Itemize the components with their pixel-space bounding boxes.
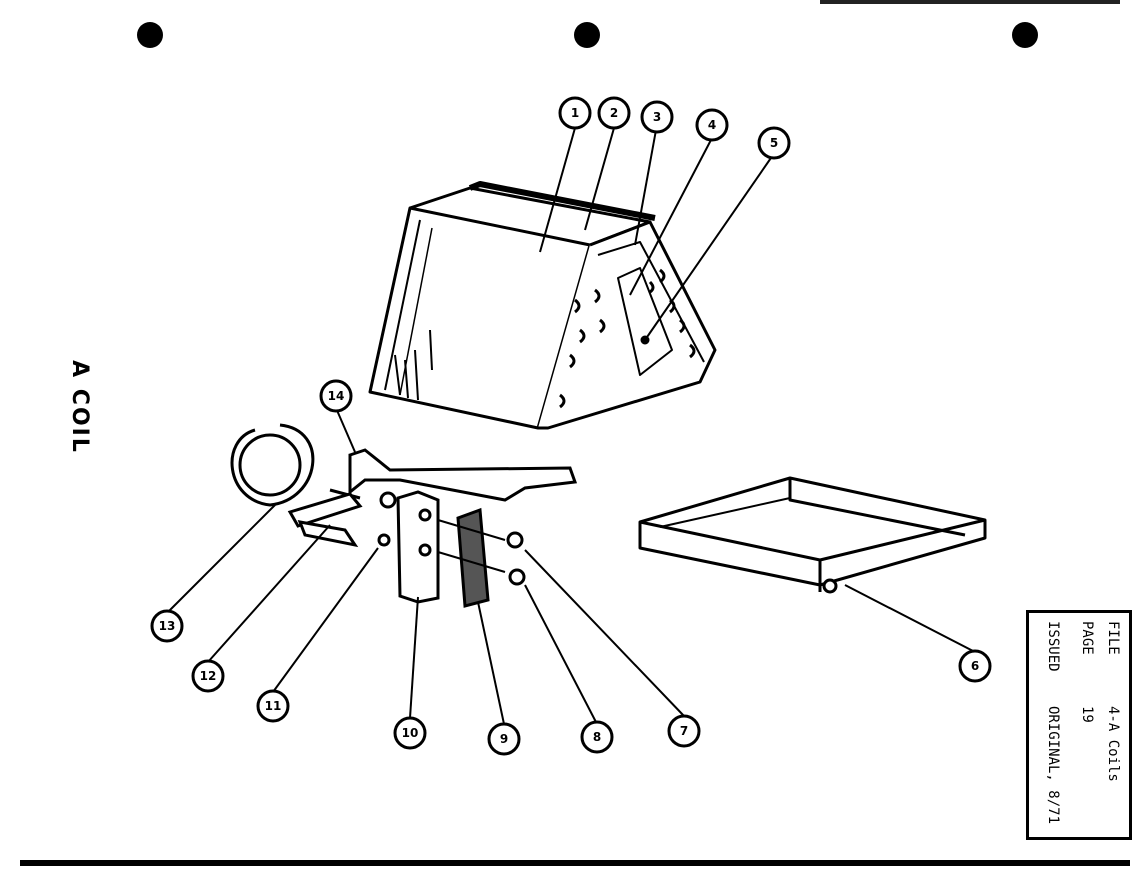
callout-label-4: 4: [708, 118, 716, 132]
issued-row: ISSUED ORIGINAL, 8/71: [851, 621, 1061, 824]
drain-pan: [638, 476, 987, 594]
file-info-box: FILE 4-A Coils PAGE 19 ISSUED ORIGINAL, 8/7…: [1026, 610, 1132, 840]
a-coil-assembly: [368, 181, 717, 430]
coil-top-fins: [468, 181, 656, 221]
scan-edge-bottom: [20, 860, 1130, 866]
callout-2: [597, 96, 631, 130]
issued-value: ORIGINAL, 8/71: [1045, 706, 1061, 825]
drain-plugs: [506, 531, 526, 586]
callout-label-3: 3: [653, 110, 661, 124]
callout-label-13: 13: [159, 619, 176, 633]
issued-label: ISSUED: [1045, 621, 1061, 672]
callout-label-2: 2: [610, 106, 618, 120]
callout-label-11: 11: [265, 699, 282, 713]
callout-12: [191, 659, 225, 693]
callout-4: [695, 108, 729, 142]
mounting-bracket: [396, 490, 440, 604]
gasket: [437, 507, 506, 608]
callout-14: [319, 379, 353, 413]
leader-lines: [167, 127, 976, 725]
drain-tubing: [230, 423, 578, 548]
coil-center-plate: [617, 267, 673, 376]
callout-label-9: 9: [500, 732, 508, 746]
callout-11: [256, 689, 290, 723]
callout-8: [580, 720, 614, 754]
callout-5: [757, 126, 791, 160]
page-value: 19: [1079, 706, 1095, 723]
file-label: FILE: [1105, 621, 1121, 655]
callout-9: [487, 722, 521, 756]
callout-7: [667, 714, 701, 748]
callout-10: [393, 716, 427, 750]
file-value: 4-A Coils: [1105, 706, 1121, 782]
callout-label-14: 14: [328, 389, 345, 403]
callout-label-6: 6: [971, 659, 979, 673]
callout-label-1: 1: [571, 106, 579, 120]
punch-hole-right: [1012, 22, 1038, 48]
callout-13: [150, 609, 184, 643]
coil-side-end: [538, 220, 717, 430]
callout-1: [558, 96, 592, 130]
callout-label-10: 10: [402, 726, 419, 740]
callout-label-8: 8: [593, 730, 601, 744]
callout-label-12: 12: [200, 669, 217, 683]
callout-label-7: 7: [680, 724, 688, 738]
callout-3: [640, 100, 674, 134]
punch-hole-left: [137, 22, 163, 48]
scan-edge-top: [820, 0, 1120, 4]
callout-6: [958, 649, 992, 683]
page-label: PAGE: [1079, 621, 1095, 655]
callout-label-5: 5: [770, 136, 778, 150]
punch-hole-center: [574, 22, 600, 48]
callouts: [150, 96, 992, 756]
